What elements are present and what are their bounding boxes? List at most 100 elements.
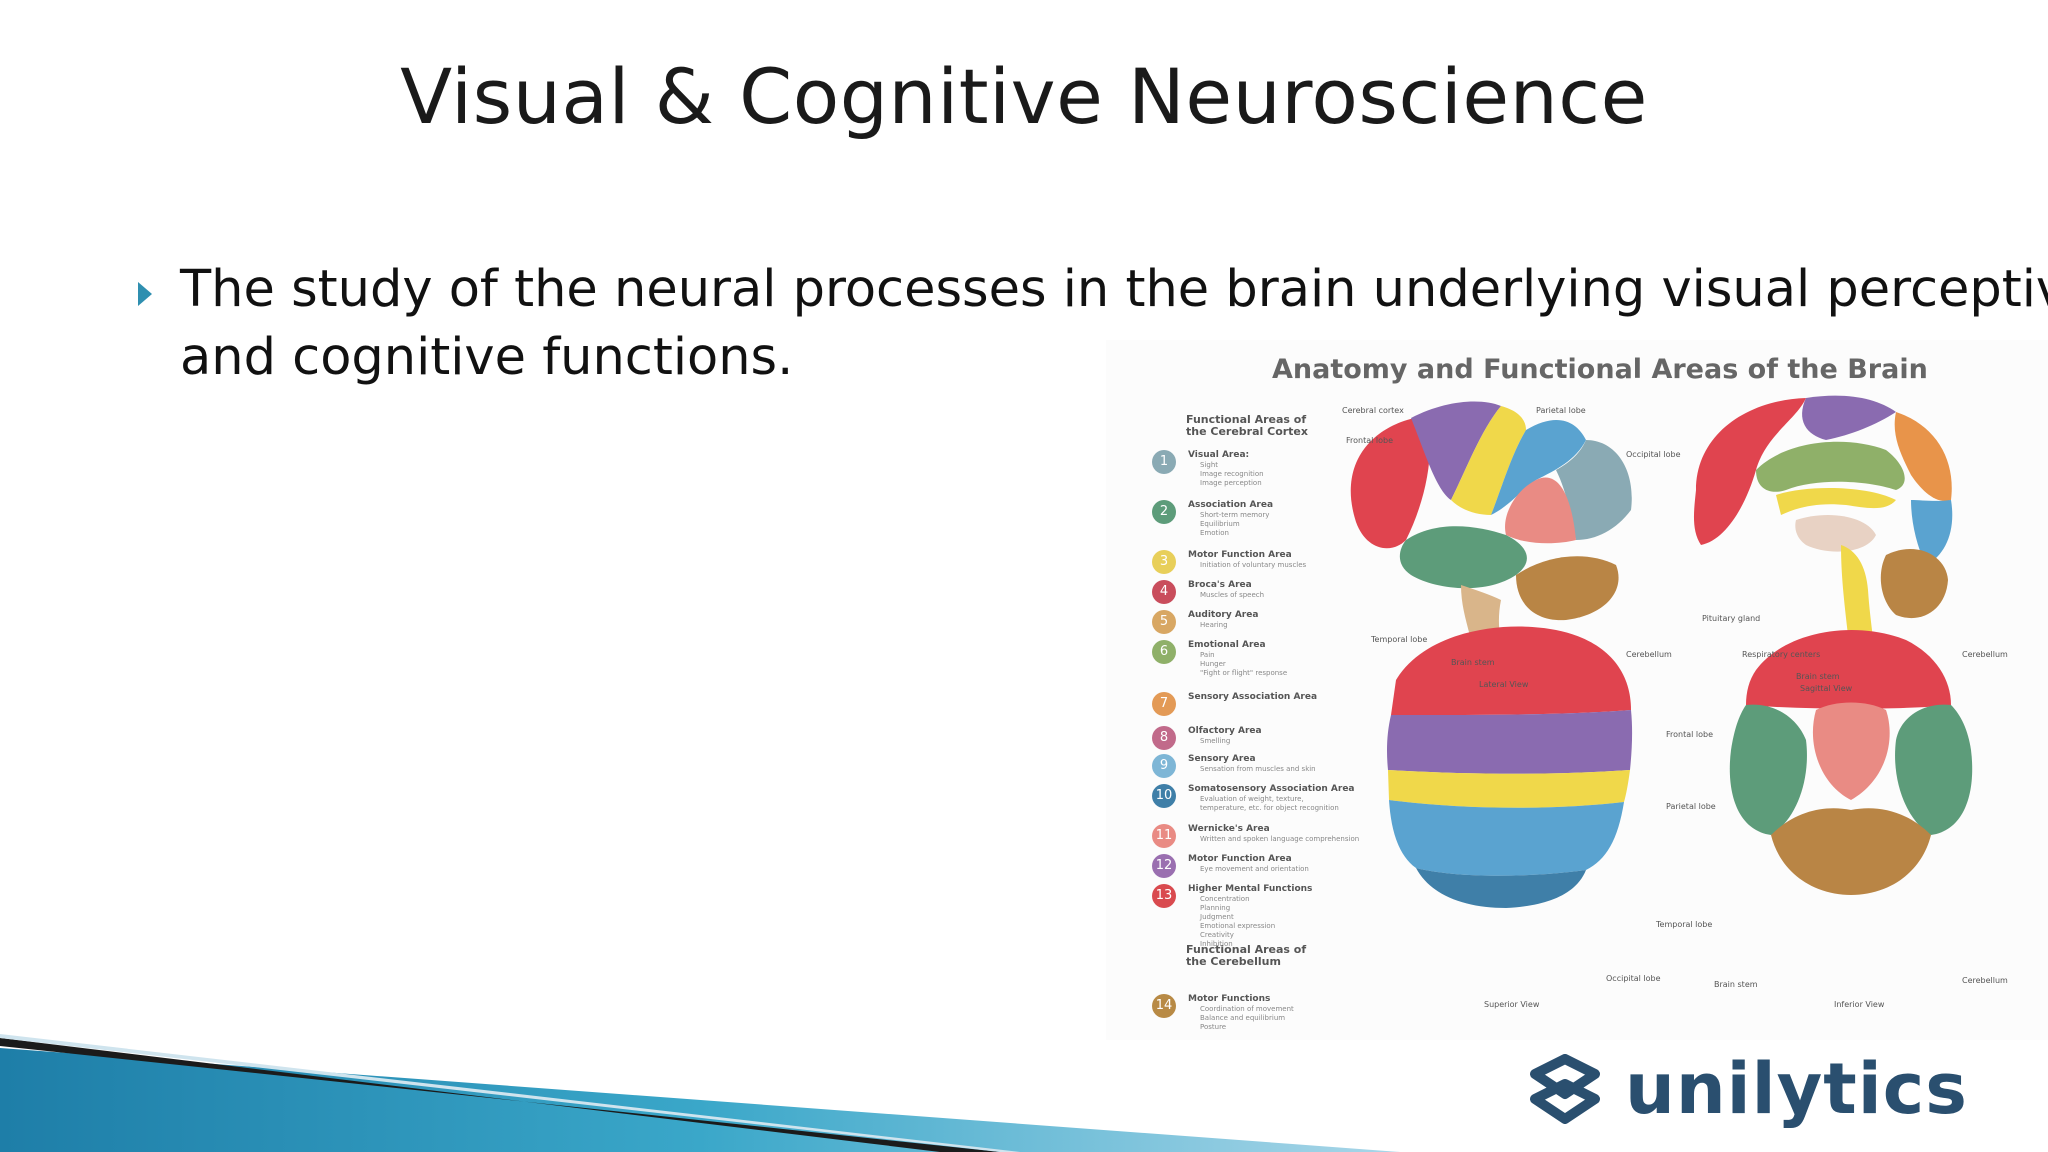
- superior-purple: [1387, 710, 1633, 774]
- label-sagittal-view: Sagittal View: [1800, 684, 1853, 693]
- label-superior-view: Superior View: [1484, 1000, 1540, 1009]
- legend-number-badge: 7: [1152, 692, 1176, 716]
- lateral-view-brain: [1350, 401, 1632, 661]
- legend-sublabel: temperature, etc. for object recognition: [1200, 804, 1339, 812]
- legend-number-badge: 2: [1152, 500, 1176, 524]
- legend-number-badge: 8: [1152, 726, 1176, 750]
- label-cerebral-cortex: Cerebral cortex: [1342, 406, 1404, 415]
- label-pituitary-gland: Pituitary gland: [1702, 614, 1761, 623]
- legend-sublabel: Written and spoken language comprehensio…: [1200, 835, 1360, 843]
- legend-label: Motor Function Area: [1188, 854, 1292, 864]
- sagittal-frontal: [1693, 398, 1806, 545]
- legend-sublabel: Initiation of voluntary muscles: [1200, 561, 1307, 569]
- label-occipital-lobe-top: Occipital lobe: [1606, 974, 1661, 983]
- legend-sublabel: Concentration: [1200, 895, 1250, 903]
- superior-frontal: [1391, 626, 1631, 715]
- slide-title: Visual & Cognitive Neuroscience: [400, 52, 1648, 141]
- legend-sublabel: Smelling: [1200, 737, 1231, 745]
- legend-sublabel: Hunger: [1200, 660, 1226, 668]
- region-motor-purple: [1411, 401, 1501, 500]
- bullet-text: The study of the neural processes in the…: [180, 256, 2048, 392]
- legend-sublabel: Muscles of speech: [1200, 591, 1265, 599]
- sagittal-cerebellum: [1880, 549, 1948, 619]
- legend-sublabel: Sight: [1200, 461, 1219, 469]
- bullet-line-1: The study of the neural processes in the…: [180, 260, 2048, 319]
- legend-heading-cerebellum: Functional Areas of the Cerebellum: [1186, 944, 1306, 968]
- sagittal-cortex-blue: [1911, 500, 1953, 565]
- label-frontal-lobe-top: Frontal lobe: [1666, 730, 1714, 739]
- label-temporal-lobe-inf: Temporal lobe: [1656, 920, 1713, 929]
- legend-sublabel: Emotion: [1200, 529, 1229, 537]
- legend-number-badge: 9: [1152, 754, 1176, 778]
- legend-label: Somatosensory Association Area: [1188, 784, 1355, 794]
- legend-sublabel: Equilibrium: [1200, 520, 1240, 528]
- inferior-view-brain: [1729, 630, 1973, 895]
- inferior-temporal-left: [1729, 704, 1807, 835]
- label-frontal-lobe: Frontal lobe: [1346, 436, 1394, 445]
- footer-stripes: [0, 1034, 1400, 1152]
- legend-sublabel: Image perception: [1200, 479, 1262, 487]
- region-cerebellum: [1516, 556, 1619, 621]
- legend-sublabel: "Fight or flight" response: [1200, 669, 1288, 677]
- legend-sublabel: Pain: [1200, 651, 1215, 659]
- inferior-cerebellum: [1771, 808, 1931, 895]
- legend-label: Motor Functions: [1188, 994, 1271, 1004]
- region-temporal: [1399, 526, 1527, 589]
- superior-blue: [1389, 800, 1624, 876]
- superior-darkblue: [1416, 868, 1586, 908]
- label-respiratory-centers: Respiratory centers: [1742, 650, 1821, 659]
- label-cerebellum-inf: Cerebellum: [1962, 976, 2008, 985]
- legend-number-badge: 10: [1152, 784, 1176, 808]
- legend-sublabel: Planning: [1200, 904, 1231, 912]
- region-association-darkblue: [1556, 440, 1632, 540]
- label-lateral-view: Lateral View: [1479, 680, 1529, 689]
- sagittal-corpus: [1776, 488, 1896, 515]
- legend-heading-line: the Cerebral Cortex: [1186, 425, 1308, 438]
- label-inferior-view: Inferior View: [1834, 1000, 1885, 1009]
- legend-heading-cortex: Functional Areas of the Cerebral Cortex: [1186, 414, 1308, 438]
- legend-number-badge: 6: [1152, 640, 1176, 664]
- legend-number-badge: 13: [1152, 884, 1176, 908]
- legend-label: Broca's Area: [1188, 580, 1252, 590]
- label-brain-stem: Brain stem: [1451, 658, 1495, 667]
- label-cerebellum: Cerebellum: [1626, 650, 1672, 659]
- legend-number-badge: 1: [1152, 450, 1176, 474]
- sagittal-limbic: [1756, 441, 1905, 492]
- sagittal-purple: [1802, 395, 1896, 440]
- superior-yellow: [1388, 770, 1630, 808]
- legend-heading-line: Functional Areas of: [1186, 413, 1307, 426]
- sagittal-thalamus: [1795, 515, 1876, 552]
- legend-number-badge: 4: [1152, 580, 1176, 604]
- bullet-arrow-icon: [138, 282, 152, 306]
- legend-sublabel: Balance and equilibrium: [1200, 1014, 1286, 1022]
- brain-anatomy-figure: Anatomy and Functional Areas of the Brai…: [1106, 340, 2048, 1040]
- unilytics-mark-icon: [1530, 1054, 1600, 1124]
- label-brain-stem-sagittal: Brain stem: [1796, 672, 1840, 681]
- legend-sublabel: Posture: [1200, 1023, 1227, 1031]
- legend-label: Visual Area:: [1188, 450, 1250, 460]
- inferior-frontal: [1746, 630, 1951, 709]
- legend-sublabel: Emotional expression: [1200, 922, 1276, 930]
- bullet-line-2: and cognitive functions.: [180, 328, 794, 387]
- legend-label: Sensory Association Area: [1188, 692, 1318, 702]
- legend-number-badge: 14: [1152, 994, 1176, 1018]
- label-occipital-lobe: Occipital lobe: [1626, 450, 1681, 459]
- legend-number-badge: 12: [1152, 854, 1176, 878]
- legend-sublabel: Image recognition: [1200, 470, 1264, 478]
- region-wernicke: [1505, 477, 1576, 544]
- figure-title: Anatomy and Functional Areas of the Brai…: [1272, 354, 1928, 385]
- label-temporal-lobe: Temporal lobe: [1371, 635, 1428, 644]
- legend-label: Wernicke's Area: [1188, 824, 1270, 834]
- sagittal-orange: [1894, 412, 1952, 501]
- label-parietal-lobe-top: Parietal lobe: [1666, 802, 1716, 811]
- legend-label: Auditory Area: [1188, 610, 1259, 620]
- legend-label: Higher Mental Functions: [1188, 884, 1313, 894]
- legend-sublabel: Eye movement and orientation: [1200, 865, 1309, 873]
- brain-illustrations: [1350, 395, 1973, 908]
- legend-sublabel: Hearing: [1200, 621, 1228, 629]
- sagittal-view-brain: [1693, 395, 1953, 671]
- legend-label: Olfactory Area: [1188, 726, 1262, 736]
- region-motor-yellow: [1451, 406, 1526, 515]
- logo-wordmark: unilytics: [1625, 1048, 1968, 1130]
- legend-sublabel: Judgment: [1200, 913, 1234, 921]
